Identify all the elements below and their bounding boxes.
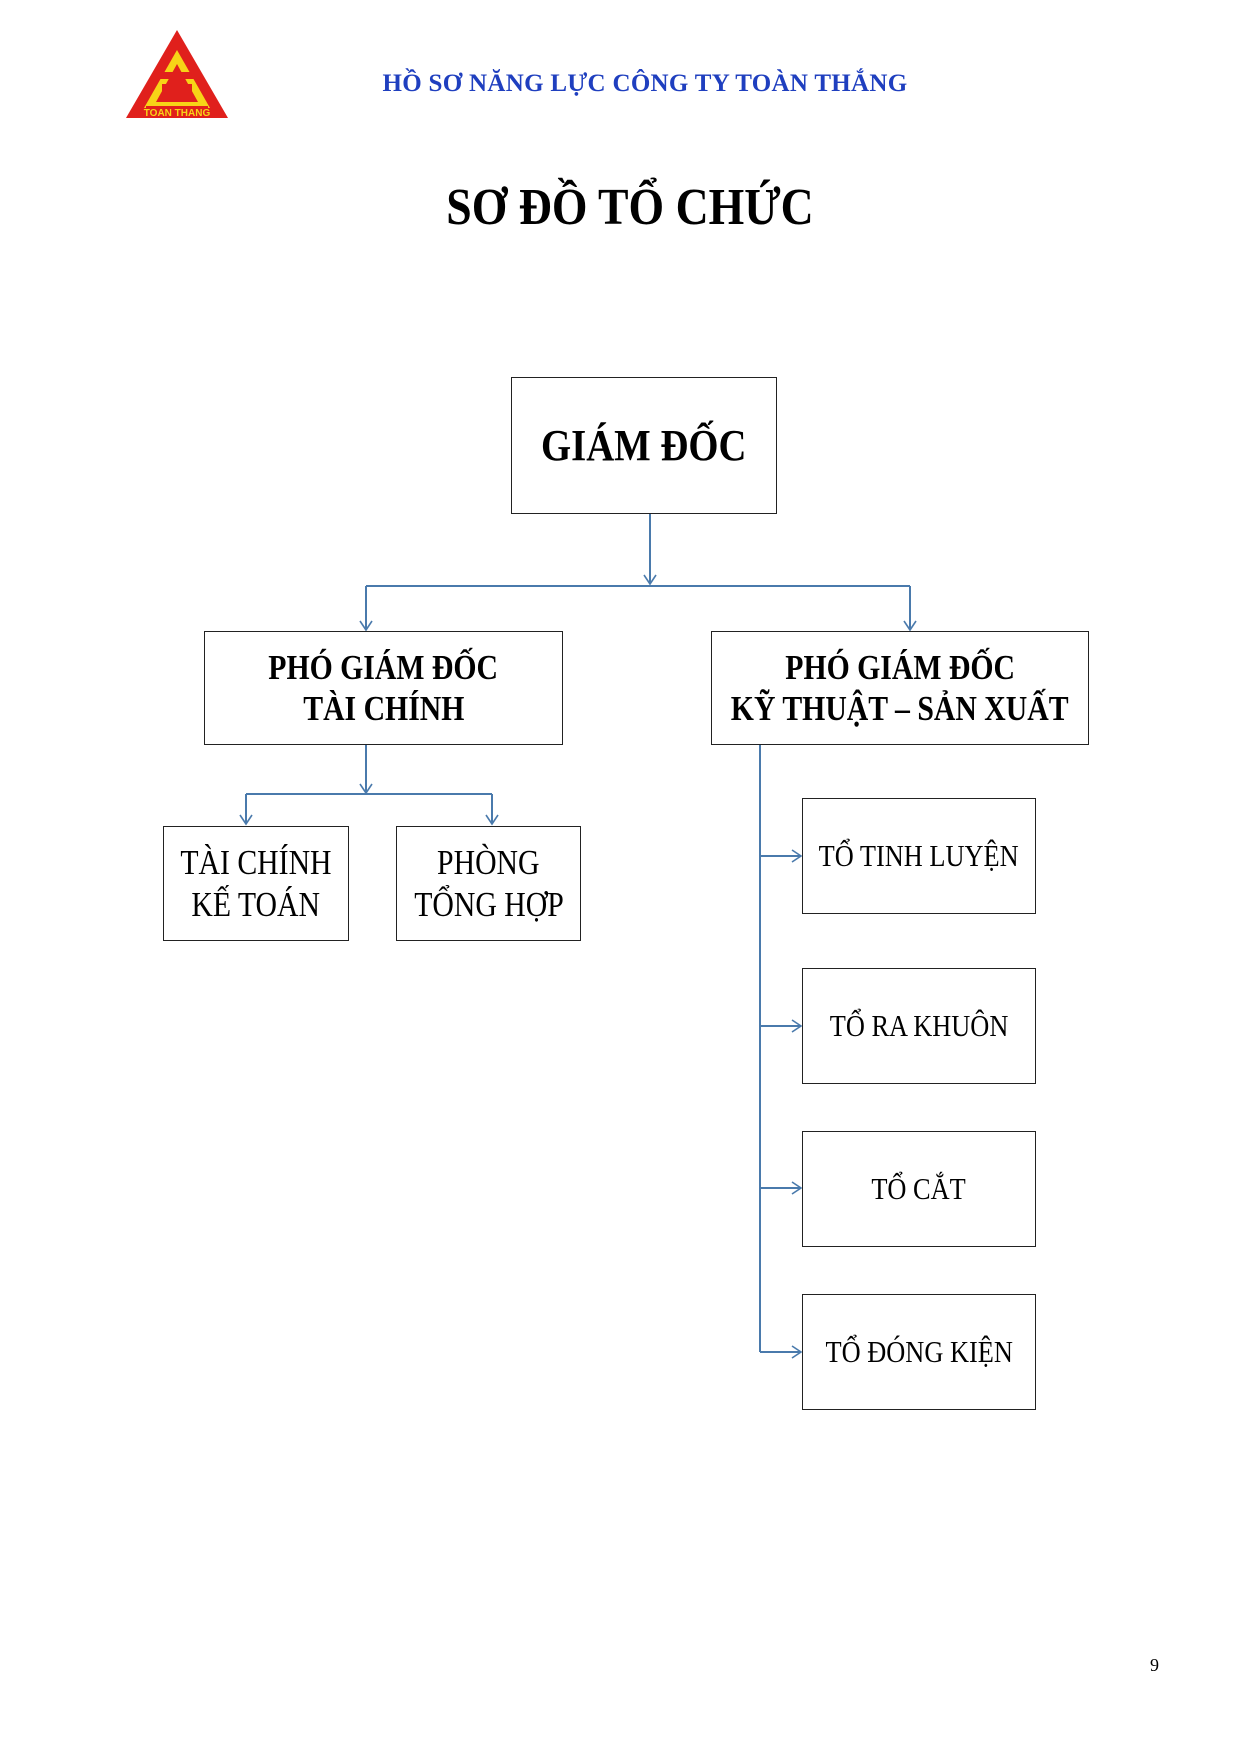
cutting-team-box: TỔ CẮT <box>802 1131 1036 1247</box>
director-label: GIÁM ĐỐC <box>541 420 747 470</box>
cutting-team-label: TỔ CẮT <box>871 1170 967 1206</box>
vp-finance-line2: TÀI CHÍNH <box>302 689 465 728</box>
finance-accounting-line2: KẾ TOÁN <box>191 884 321 924</box>
general-dept-box: PHÒNG TỔNG HỢP <box>396 826 581 941</box>
vp-finance-box: PHÓ GIÁM ĐỐC TÀI CHÍNH <box>204 631 563 745</box>
molding-team-box: TỔ RA KHUÔN <box>802 968 1036 1084</box>
molding-team-label: TỔ RA KHUÔN <box>829 1007 1009 1043</box>
page-title: SƠ ĐỒ TỔ CHỨC <box>446 179 814 236</box>
vp-technical-box: PHÓ GIÁM ĐỐC KỸ THUẬT – SẢN XUẤT <box>711 631 1089 745</box>
company-logo: TOAN THANG <box>124 28 230 120</box>
finance-accounting-box: TÀI CHÍNH KẾ TOÁN <box>163 826 349 941</box>
vp-finance-line1: PHÓ GIÁM ĐỐC <box>268 647 499 687</box>
refining-team-label: TỔ TINH LUYỆN <box>818 837 1020 873</box>
general-dept-line1: PHÒNG <box>437 843 540 883</box>
director-box: GIÁM ĐỐC <box>511 377 777 514</box>
packing-team-box: TỔ ĐÓNG KIỆN <box>802 1294 1036 1410</box>
header-title: HỒ SƠ NĂNG LỰC CÔNG TY TOÀN THẮNG <box>382 70 908 97</box>
vp-technical-line2: KỸ THUẬT – SẢN XUẤT <box>731 689 1069 728</box>
finance-accounting-line1: TÀI CHÍNH <box>180 843 332 883</box>
logo-text: TOAN THANG <box>144 108 211 119</box>
general-dept-line2: TỔNG HỢP <box>413 884 564 924</box>
vp-technical-line1: PHÓ GIÁM ĐỐC <box>785 647 1015 687</box>
packing-team-label: TỔ ĐÓNG KIỆN <box>825 1333 1013 1369</box>
refining-team-box: TỔ TINH LUYỆN <box>802 798 1036 914</box>
page-number: 9 <box>1150 1655 1159 1675</box>
